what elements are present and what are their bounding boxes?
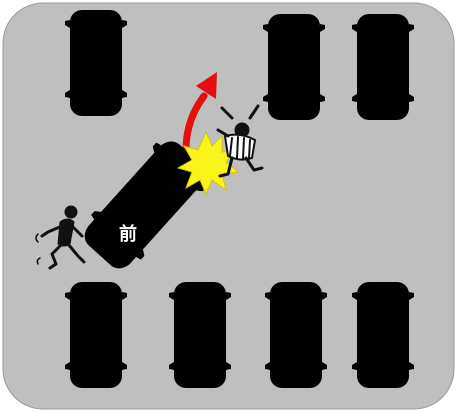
struck-pedestrian-icon: [216, 104, 264, 178]
parked-car-icon: [352, 14, 414, 120]
parked-car-icon: [65, 282, 127, 388]
parked-car-icon: [65, 10, 127, 116]
impact-burst-icon: [176, 130, 240, 196]
parked-car-icon: [352, 282, 414, 388]
moving-car-label: 前: [119, 223, 137, 245]
running-pedestrian-icon: [35, 205, 86, 270]
parked-car-icon: [265, 282, 327, 388]
parked-car-icon: [263, 14, 325, 120]
parked-car-icon: [169, 282, 231, 388]
direction-arrow-icon: [182, 72, 217, 154]
